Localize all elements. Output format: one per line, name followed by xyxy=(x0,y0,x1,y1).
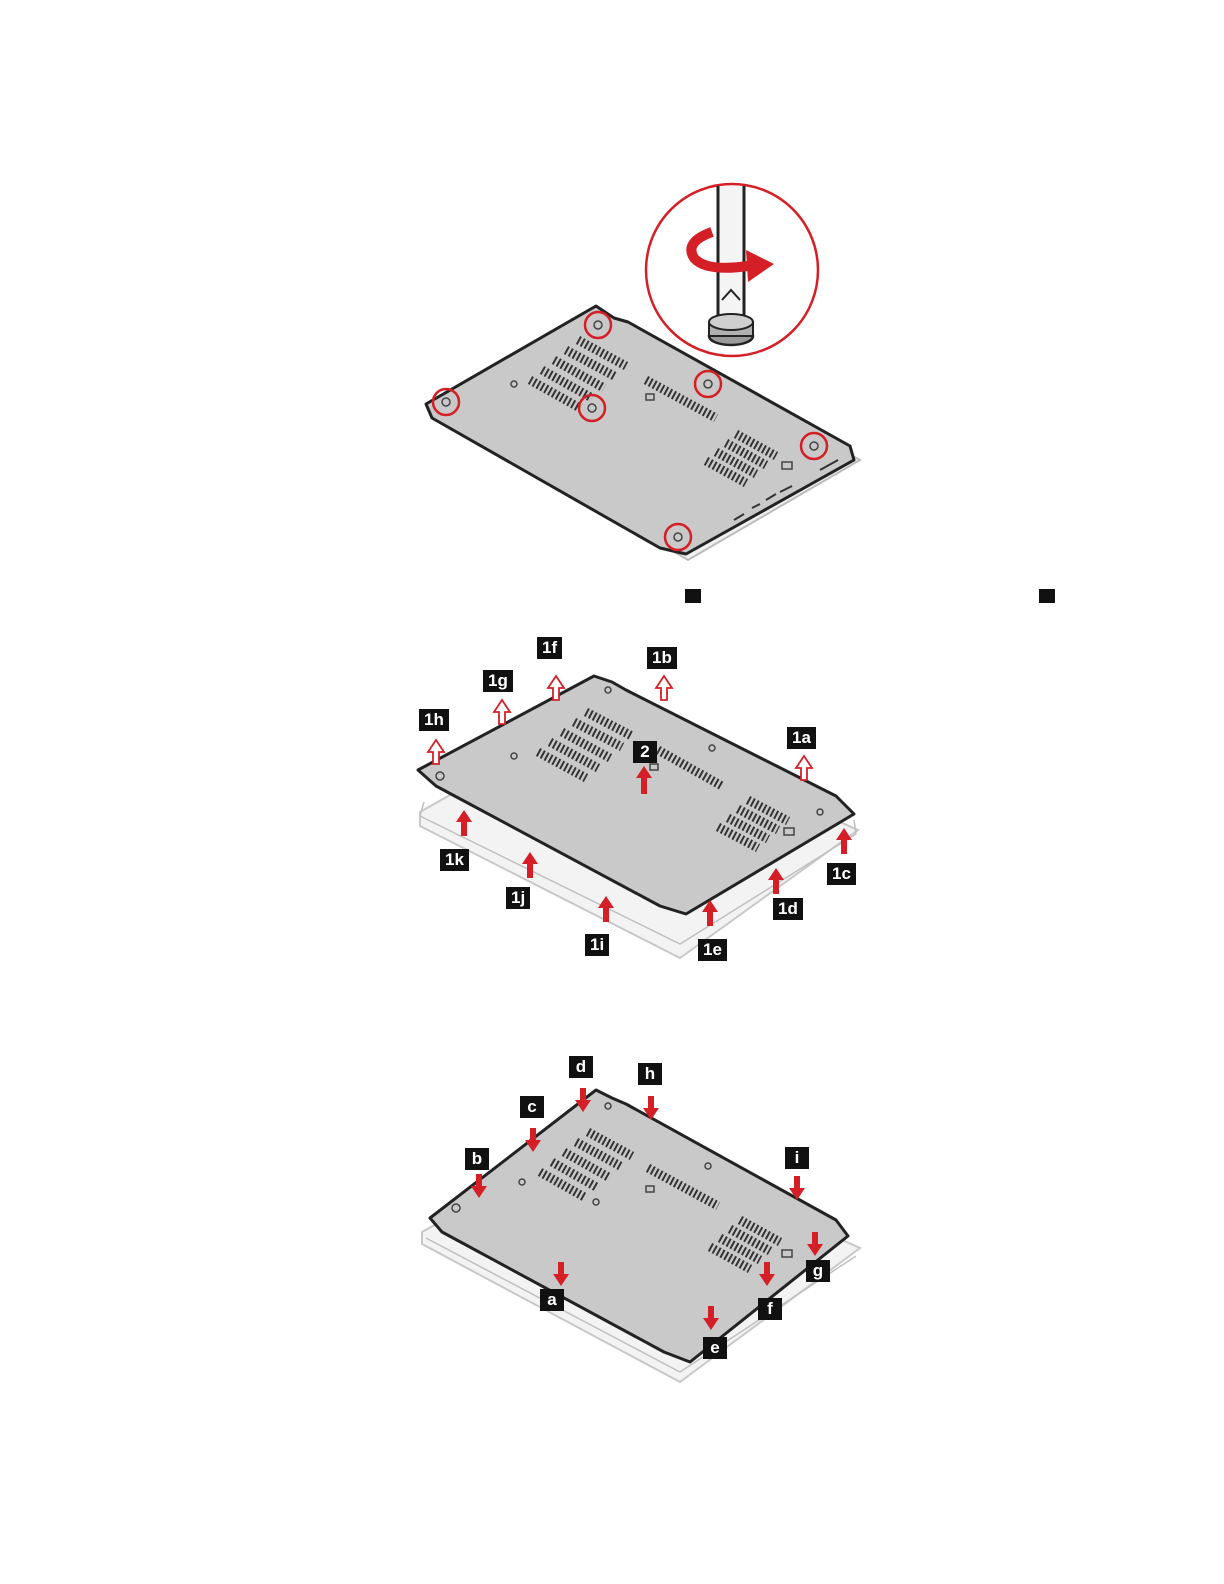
label-2: 2 xyxy=(633,741,657,763)
label-a: a xyxy=(540,1289,564,1311)
label-e: e xyxy=(703,1337,727,1359)
label-h: h xyxy=(638,1063,662,1085)
caption-marker xyxy=(1039,589,1055,603)
label-f: f xyxy=(758,1298,782,1320)
label-1d: 1d xyxy=(773,898,803,920)
figure-loosen-screws xyxy=(400,170,870,570)
label-1g: 1g xyxy=(483,670,513,692)
label-1c: 1c xyxy=(827,863,856,885)
bottom-cover-panel xyxy=(426,306,854,554)
label-1a: 1a xyxy=(787,727,816,749)
label-i: i xyxy=(785,1147,809,1169)
label-1i: 1i xyxy=(585,934,609,956)
label-1f: 1f xyxy=(537,637,562,659)
figure-install-cover xyxy=(410,1080,870,1390)
label-1j: 1j xyxy=(506,887,530,909)
figure-remove-cover xyxy=(410,660,870,970)
label-1e: 1e xyxy=(698,939,727,961)
label-d: d xyxy=(569,1056,593,1078)
label-1k: 1k xyxy=(440,849,469,871)
label-g: g xyxy=(806,1260,830,1282)
label-1b: 1b xyxy=(647,647,677,669)
caption-marker xyxy=(685,589,701,603)
label-c: c xyxy=(520,1096,544,1118)
label-b: b xyxy=(465,1148,489,1170)
label-1h: 1h xyxy=(419,709,449,731)
bottom-cover-panel xyxy=(430,1090,848,1362)
